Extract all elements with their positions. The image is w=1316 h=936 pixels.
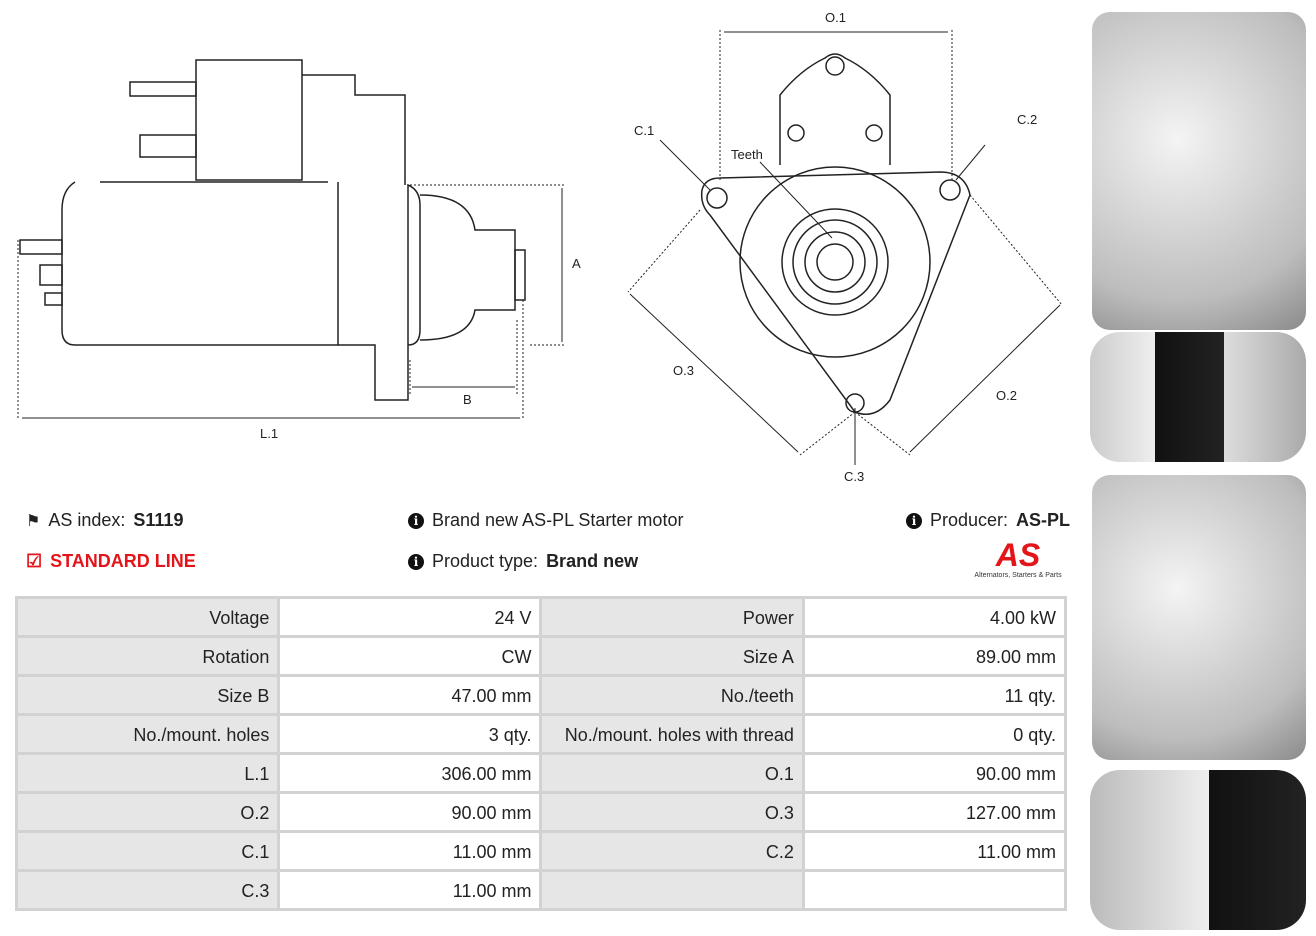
product-photo-angle[interactable] — [1090, 770, 1306, 930]
dim-label-c2: C.2 — [1017, 112, 1037, 127]
producer: i Producer:AS-PL — [906, 510, 1070, 531]
as-index: ⚑ AS index:S1119 — [26, 510, 184, 530]
spec-label: Rotation — [14, 635, 281, 677]
spec-label: O.2 — [14, 791, 281, 833]
spec-label: Size A — [539, 635, 805, 677]
spec-value: 11.00 mm — [801, 830, 1068, 872]
spec-label: C.3 — [14, 869, 281, 911]
spec-label: Voltage — [14, 596, 281, 638]
spec-label — [539, 869, 805, 911]
info-icon: i — [906, 512, 922, 529]
dim-label-c1: C.1 — [634, 123, 654, 138]
dim-label-o1: O.1 — [825, 10, 846, 25]
spec-value — [801, 869, 1068, 911]
spec-value: 24 V — [277, 596, 543, 638]
spec-value: 4.00 kW — [801, 596, 1068, 638]
as-pl-logo: AS Alternators, Starters & Parts — [966, 538, 1070, 579]
dim-label-teeth: Teeth — [731, 147, 763, 162]
spec-value: 0 qty. — [801, 713, 1068, 755]
info-icon: i — [408, 512, 424, 529]
spec-value: 127.00 mm — [801, 791, 1068, 833]
checkbox-icon: ☑ — [26, 551, 43, 571]
product-photo-front[interactable] — [1092, 12, 1306, 330]
description: i Brand new AS-PL Starter motor — [408, 510, 683, 531]
dim-label-o2: O.2 — [996, 388, 1017, 403]
spec-value: 89.00 mm — [801, 635, 1068, 677]
spec-value: CW — [277, 635, 543, 677]
spec-value: 47.00 mm — [277, 674, 543, 716]
standard-line-badge: ☑ STANDARD LINE — [26, 551, 196, 571]
spec-label: No./mount. holes with thread — [539, 713, 805, 755]
dim-label-a: A — [572, 256, 581, 271]
spec-value: 11 qty. — [801, 674, 1068, 716]
spec-label: C.2 — [539, 830, 805, 872]
spec-label: No./teeth — [539, 674, 805, 716]
spec-label: L.1 — [14, 752, 281, 794]
spec-label: Power — [539, 596, 805, 638]
spec-value: 11.00 mm — [277, 869, 543, 911]
spec-label: Size B — [14, 674, 281, 716]
side-view-drawing: A B L.1 — [17, 59, 581, 441]
spec-value: 3 qty. — [277, 713, 543, 755]
dim-label-o3: O.3 — [673, 363, 694, 378]
dim-label-c3: C.3 — [844, 469, 864, 484]
spec-label: O.1 — [539, 752, 805, 794]
product-photo-rear[interactable] — [1092, 475, 1306, 760]
spec-label: No./mount. holes — [14, 713, 281, 755]
info-icon: i — [408, 553, 424, 570]
spec-value: 11.00 mm — [277, 830, 543, 872]
spec-label: C.1 — [14, 830, 281, 872]
dim-label-l1: L.1 — [260, 426, 278, 441]
spec-value: 90.00 mm — [277, 791, 543, 833]
tags-icon: ⚑ — [26, 512, 41, 530]
spec-value: 306.00 mm — [277, 752, 543, 794]
product-type: i Product type:Brand new — [408, 551, 638, 572]
as-index-value: S1119 — [133, 510, 184, 530]
spec-value: 90.00 mm — [801, 752, 1068, 794]
dim-label-b: B — [463, 392, 472, 407]
spec-label: O.3 — [539, 791, 805, 833]
front-view-drawing: O.1 O.2 O.3 C.1 C.2 C.3 Teeth — [627, 10, 1063, 484]
product-photo-side[interactable] — [1090, 332, 1306, 462]
